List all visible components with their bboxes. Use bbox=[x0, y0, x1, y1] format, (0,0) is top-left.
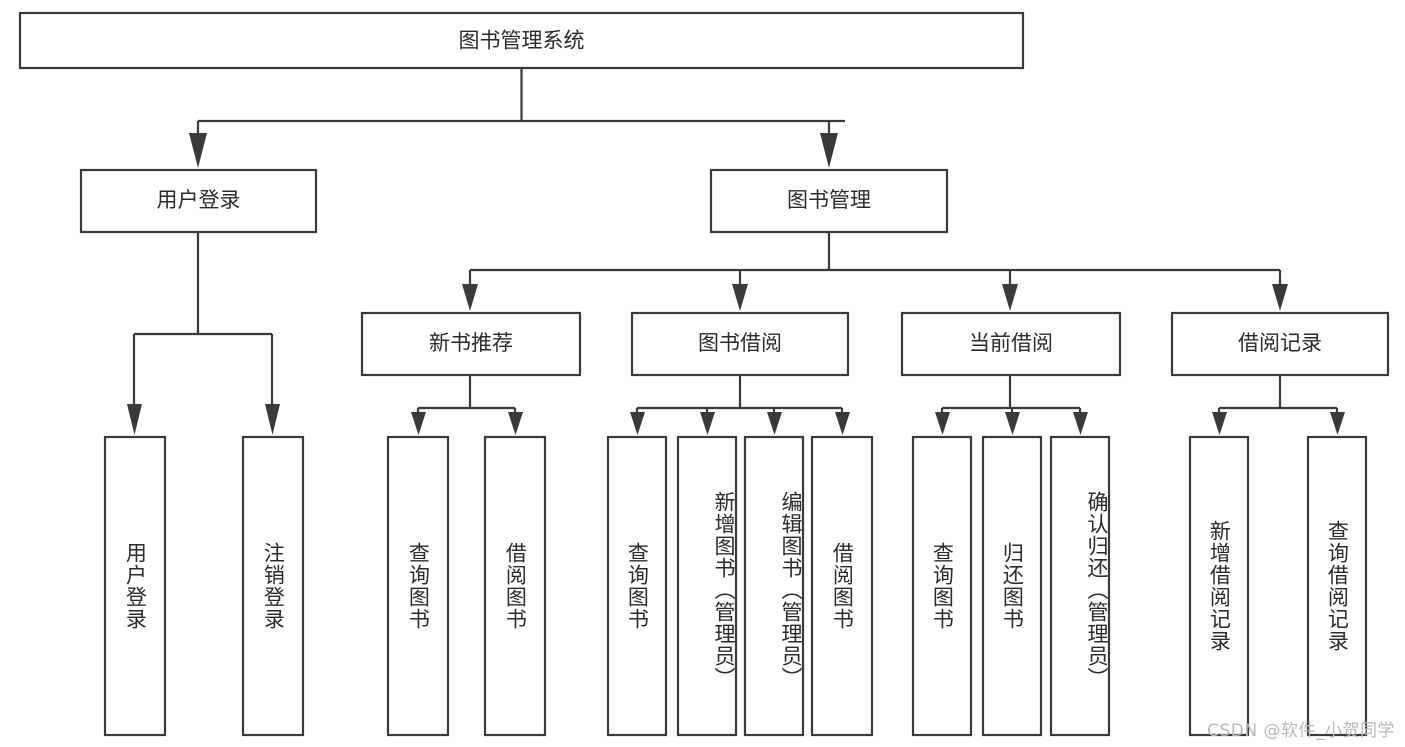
node-current-borrow[interactable]: 当前借阅 bbox=[900, 311, 1122, 377]
arrow-head-leaf-rec-query-book bbox=[411, 412, 426, 435]
leaf-box-cur-confirm-return[interactable] bbox=[1049, 435, 1111, 737]
node-book-manage-box[interactable] bbox=[709, 168, 949, 234]
node-user-login-box[interactable] bbox=[79, 168, 318, 234]
node-current-borrow-label: 当前借阅 bbox=[969, 331, 1053, 355]
node-book-borrow[interactable]: 图书借阅 bbox=[630, 311, 850, 377]
node-borrow-record-label: 借阅记录 bbox=[1238, 331, 1322, 355]
node-root[interactable]: 图书管理系统 bbox=[18, 11, 1025, 70]
watermark-label: CSDN @软件_小贺同学 bbox=[1207, 721, 1395, 741]
leaf-box-rec-query-record[interactable] bbox=[1306, 435, 1368, 737]
connector-group-root bbox=[189, 68, 845, 168]
leaf-node-group bbox=[103, 435, 1368, 737]
leaf-box-rec-add-record[interactable] bbox=[1188, 435, 1250, 737]
arrow-head-leaf-user-login bbox=[127, 404, 142, 435]
arrow-head-new-book-rec bbox=[462, 284, 478, 311]
node-user-login-label: 用户登录 bbox=[157, 188, 241, 212]
leaf-box-cur-query-book[interactable] bbox=[911, 435, 973, 737]
arrow-head-borrow-record bbox=[1272, 284, 1288, 311]
connector-group-user-login bbox=[127, 232, 280, 435]
arrow-head-leaf-borrow-edit-book bbox=[767, 412, 782, 435]
node-user-login[interactable]: 用户登录 bbox=[79, 168, 318, 234]
node-root-label: 图书管理系统 bbox=[459, 29, 585, 53]
arrow-head-user-login bbox=[189, 133, 207, 168]
leaf-box-borrow-query-book[interactable] bbox=[606, 435, 668, 737]
leaf-box-rec-borrow-book[interactable] bbox=[483, 435, 547, 737]
node-book-manage-label: 图书管理 bbox=[787, 188, 871, 212]
arrow-head-leaf-rec-add-record bbox=[1212, 412, 1227, 435]
arrow-head-leaf-user-logout bbox=[265, 404, 280, 435]
arrow-head-leaf-rec-query-record bbox=[1330, 412, 1345, 435]
connector-group-book-manage bbox=[462, 232, 1288, 311]
node-borrow-record-box[interactable] bbox=[1170, 311, 1390, 377]
arrow-head-book-borrow bbox=[732, 284, 748, 311]
arrow-head-book-manage bbox=[820, 133, 838, 168]
arrow-head-leaf-rec-borrow-book bbox=[508, 412, 523, 435]
arrow-head-leaf-borrow-add-book bbox=[700, 412, 715, 435]
node-book-manage[interactable]: 图书管理 bbox=[709, 168, 949, 234]
node-borrow-record[interactable]: 借阅记录 bbox=[1170, 311, 1390, 377]
leaf-box-borrow-edit-book[interactable] bbox=[743, 435, 805, 737]
node-book-borrow-box[interactable] bbox=[630, 311, 850, 377]
leaf-box-borrow-borrow-book[interactable] bbox=[810, 435, 874, 737]
connector-group-current-borrow bbox=[935, 375, 1088, 435]
leaf-box-rec-query-book[interactable] bbox=[386, 435, 450, 737]
arrow-head-leaf-borrow-query-book bbox=[630, 412, 645, 435]
leaf-box-user-login[interactable] bbox=[103, 435, 167, 737]
node-book-borrow-label: 图书借阅 bbox=[698, 331, 782, 355]
node-root-box[interactable] bbox=[18, 11, 1025, 70]
node-current-borrow-box[interactable] bbox=[900, 311, 1122, 377]
leaf-box-cur-return-book[interactable] bbox=[981, 435, 1043, 737]
arrow-head-leaf-cur-return-book bbox=[1005, 412, 1020, 435]
arrow-head-current-borrow bbox=[1002, 284, 1018, 311]
node-new-book-rec[interactable]: 新书推荐 bbox=[360, 311, 582, 377]
node-new-book-rec-label: 新书推荐 bbox=[429, 331, 513, 355]
arrow-head-leaf-cur-confirm-return bbox=[1073, 412, 1088, 435]
leaf-box-user-logout[interactable] bbox=[241, 435, 305, 737]
connector-group-new-book-rec bbox=[411, 375, 523, 435]
leaf-box-borrow-add-book[interactable] bbox=[676, 435, 738, 737]
arrow-head-leaf-borrow-borrow-book bbox=[835, 412, 850, 435]
connector-group-borrow-record bbox=[1212, 375, 1345, 435]
connector-group-book-borrow bbox=[630, 375, 850, 435]
node-new-book-rec-box[interactable] bbox=[360, 311, 582, 377]
arrow-head-leaf-cur-query-book bbox=[935, 412, 950, 435]
